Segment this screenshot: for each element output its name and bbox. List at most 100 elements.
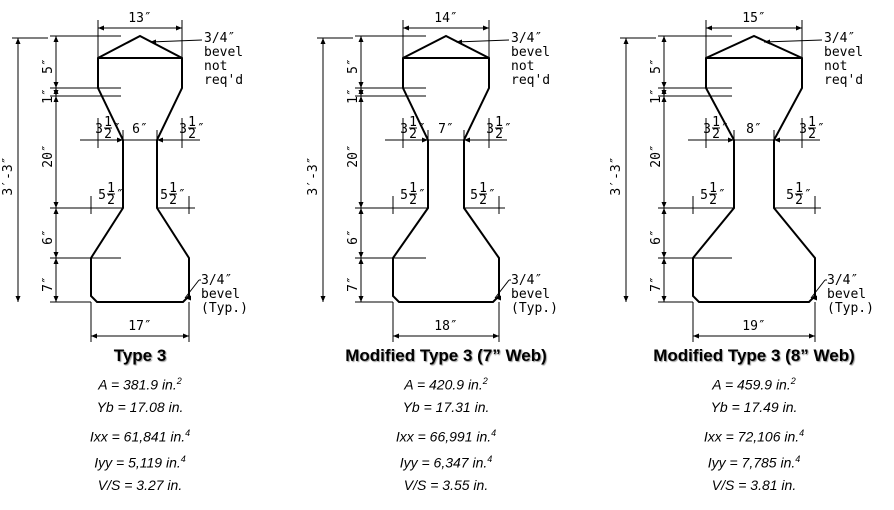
depth-label: 20″ — [346, 144, 361, 167]
arrowhead — [157, 137, 163, 143]
arrowhead — [623, 296, 629, 302]
inch-mark: ″ — [113, 122, 121, 137]
section-property: Yb = 17.08 in. — [0, 394, 290, 420]
leader-line — [494, 279, 510, 299]
leader-line — [149, 39, 203, 43]
property-value: Ixx = 61,841 in. — [89, 428, 186, 445]
bevel-note-line: 3/4″ — [827, 273, 858, 288]
fraction-numerator: 1 — [104, 115, 112, 130]
depth-label: 6″ — [649, 229, 664, 245]
vertical-dimensions: 5″1″20″6″7″ — [346, 35, 426, 303]
top-width-label: 13″ — [128, 11, 151, 26]
fraction-denominator: 2 — [808, 127, 816, 142]
arrowhead — [53, 208, 59, 214]
arrowhead — [98, 25, 104, 31]
property-value: Yb = 17.08 in. — [96, 399, 184, 415]
beam-title: Modified Type 3 (7” Web) — [345, 346, 547, 365]
arrowhead — [811, 295, 817, 301]
arrowhead — [320, 296, 326, 302]
bevel-note-line: 3/4″ — [204, 31, 235, 46]
inch-mark: ″ — [197, 122, 205, 137]
depth-label: 1″ — [346, 88, 361, 104]
leader-line — [810, 279, 826, 299]
dimension-whole: 5 — [98, 188, 106, 203]
web-width-label: 7″ — [438, 122, 454, 137]
fraction-numerator: 1 — [188, 115, 196, 130]
property-value: Iyy = 5,119 in. — [94, 454, 181, 471]
fraction-numerator: 1 — [107, 181, 115, 196]
leader-line — [763, 39, 823, 43]
arrowhead — [661, 90, 667, 96]
arrowhead — [493, 333, 499, 339]
depth-label: 1″ — [41, 88, 56, 104]
section-property: V/S = 3.81 in. — [604, 472, 894, 498]
property-value: A = 459.9 in. — [712, 376, 791, 393]
unit-exponent: 2 — [790, 376, 796, 386]
fraction-numerator: 1 — [712, 115, 720, 130]
arrowhead — [91, 333, 97, 339]
bevel-note-line: bevel — [511, 45, 550, 60]
arrowhead — [320, 38, 326, 44]
bevel-note-line: req'd — [824, 73, 863, 88]
bevel-note-line: bevel — [824, 45, 863, 60]
arrowhead — [774, 137, 780, 143]
dimension-whole: 3 — [179, 122, 187, 137]
property-value: Iyy = 7,785 in. — [707, 454, 796, 471]
inch-mark: ″ — [418, 188, 426, 203]
beam-outline — [692, 34, 816, 303]
section-property: A = 381.9 in.2 — [0, 368, 290, 394]
inch-mark: ″ — [817, 122, 825, 137]
fraction-denominator: 2 — [709, 193, 717, 208]
total-depth-label: 3′-3″ — [306, 156, 321, 195]
arrowhead — [456, 39, 462, 45]
unit-exponent: 2 — [176, 376, 182, 386]
dimension-whole: 3 — [799, 122, 807, 137]
bevel-note-line: 3/4″ — [201, 273, 232, 288]
property-value: Yb = 17.31 in. — [402, 399, 490, 415]
bevel-note-line: bevel — [511, 287, 550, 302]
bevel-note-line: not — [204, 59, 227, 74]
arrowhead — [15, 296, 21, 302]
depth-label: 5″ — [649, 58, 664, 74]
arrowhead — [117, 137, 123, 143]
unit-exponent: 4 — [795, 454, 801, 464]
section-property: Yb = 17.49 in. — [604, 394, 894, 420]
vertical-dimensions: 5″1″20″6″7″ — [41, 35, 121, 303]
arrowhead — [661, 252, 667, 258]
fraction-numerator: 1 — [795, 181, 803, 196]
property-value: Yb = 17.49 in. — [710, 399, 798, 415]
fraction-numerator: 1 — [169, 181, 177, 196]
bevel-note-line: (Typ.) — [827, 301, 874, 316]
inch-mark: ″ — [804, 188, 812, 203]
bevel-note-line: 3/4″ — [511, 273, 542, 288]
section-property: Yb = 17.31 in. — [296, 394, 596, 420]
depth-label: 1″ — [649, 88, 664, 104]
arrowhead — [358, 36, 364, 42]
unit-exponent: 4 — [180, 454, 186, 464]
depth-label: 7″ — [649, 276, 664, 292]
arrowhead — [693, 333, 699, 339]
beam-outline — [392, 34, 500, 303]
depth-label: 5″ — [346, 58, 361, 74]
arrowhead — [661, 208, 667, 214]
leader-line — [184, 279, 200, 299]
bevel-note-line: bevel — [204, 45, 243, 60]
unit-exponent: 4 — [185, 428, 191, 438]
total-depth-label: 3′-3″ — [1, 156, 16, 195]
arrowhead — [358, 90, 364, 96]
depth-label: 20″ — [41, 144, 56, 167]
arrowhead — [358, 296, 364, 302]
section-property: Iyy = 6,347 in.4 — [296, 446, 596, 472]
arrowhead — [176, 25, 182, 31]
arrowhead — [483, 25, 489, 31]
fraction-numerator: 1 — [479, 181, 487, 196]
bevel-note-line: (Typ.) — [201, 301, 248, 316]
top-width-label: 15″ — [742, 11, 765, 26]
arrowhead — [422, 137, 428, 143]
